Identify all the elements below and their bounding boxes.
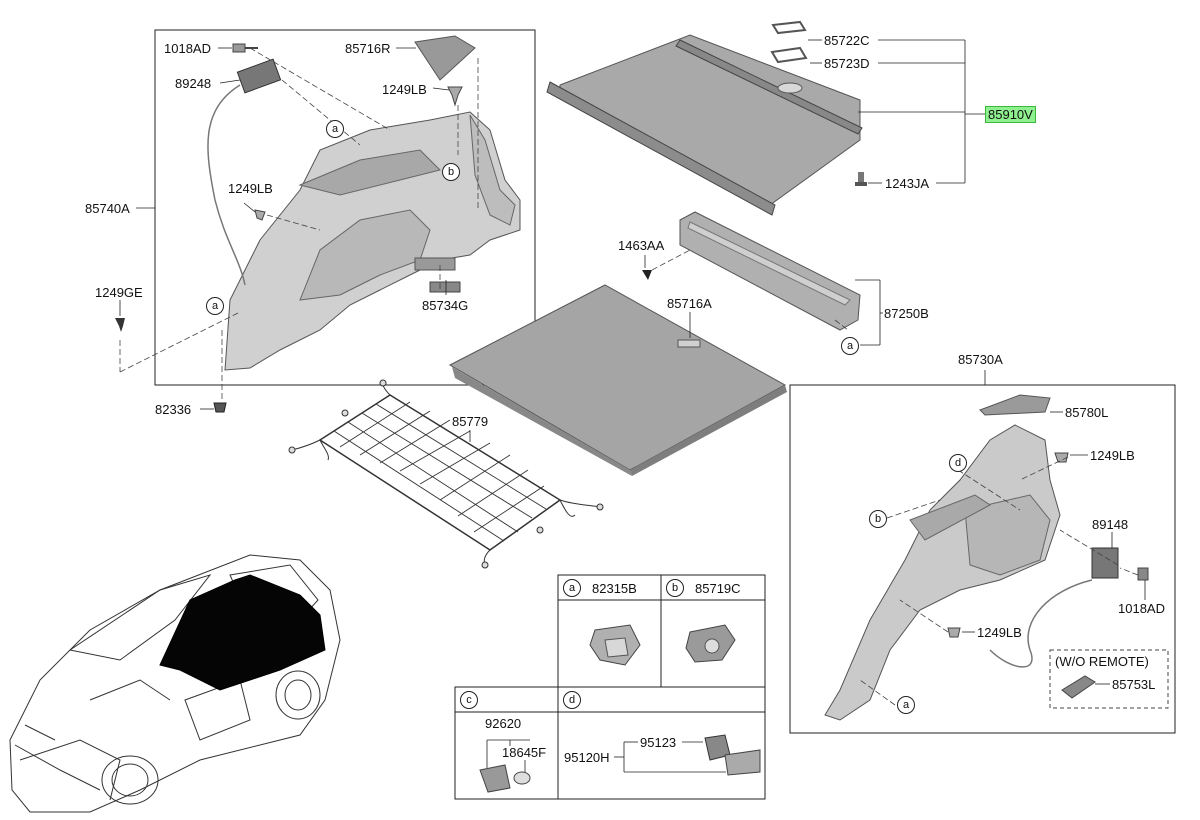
right-clip-1249LB-1 [1054, 452, 1069, 463]
cargo-screen-leaders [808, 39, 985, 184]
label-1249GE: 1249GE [95, 285, 143, 300]
clip-82315B-drawing [589, 624, 641, 666]
label-1243JA: 1243JA [885, 176, 930, 191]
right-switch-89148 [989, 547, 1119, 668]
clip-82336 [213, 402, 227, 413]
label-87250B: 87250B [884, 306, 929, 321]
table-part-82315B: 82315B [592, 581, 637, 596]
right-quarter-trim-panel [824, 424, 1061, 721]
left-cover-85716R [414, 35, 476, 81]
vehicle-illustration [9, 554, 341, 813]
bolt-1243JA [855, 172, 867, 186]
label-85722C: 85722C [824, 33, 870, 48]
vehicle-cargo-area-highlight [159, 574, 326, 691]
right-dashed-leaders [859, 456, 1139, 706]
part-95120H-drawing [614, 734, 761, 776]
table-letter-c: c [460, 691, 478, 709]
callout-a: a [897, 696, 915, 714]
label-1249LB-top: 1249LB [382, 82, 427, 97]
label-85716R: 85716R [345, 41, 391, 56]
sill-dashed [651, 249, 849, 331]
part-92620-drawing [479, 739, 531, 793]
callout-a: a [206, 297, 224, 315]
label-1463AA: 1463AA [618, 238, 665, 253]
label-1018AD-left: 1018AD [164, 41, 211, 56]
left-switch-89248 [207, 58, 282, 286]
sill-plate-87250B [679, 211, 861, 331]
label-85910V: 85910V [985, 106, 1036, 123]
wo-remote-frame [1049, 649, 1169, 709]
left-bolt-1018AD [232, 43, 258, 53]
table-part-92620: 92620 [485, 716, 522, 731]
screw-1249GE [115, 318, 125, 332]
table-letter-d: d [563, 691, 581, 709]
label-85723D: 85723D [824, 56, 870, 71]
table-part-85719C: 85719C [695, 581, 741, 596]
cargo-net-85779 [288, 379, 604, 569]
label-85716A: 85716A [667, 296, 712, 311]
table-part-95120H: 95120H [564, 750, 610, 765]
left-leaders [119, 47, 450, 410]
switch-85753L [1061, 675, 1110, 699]
clip-85719C-drawing [685, 624, 736, 663]
table-part-95123: 95123 [640, 735, 677, 750]
cargo-screen-85910V [546, 34, 863, 216]
sill-leaders [644, 255, 883, 346]
label-1249LB-left: 1249LB [228, 181, 273, 196]
right-clip-1249LB-2 [947, 627, 961, 638]
callout-b: b [442, 163, 460, 181]
right-bolt-1018AD [1137, 567, 1149, 581]
table-part-18645F: 18645F [502, 745, 547, 760]
callout-a: a [841, 337, 859, 355]
table-letter-a: a [563, 579, 581, 597]
label-85734G: 85734G [422, 298, 469, 313]
label-89248: 89248 [175, 76, 212, 91]
label-85740A: 85740A [85, 201, 130, 216]
label-85779: 85779 [452, 414, 489, 429]
clip-1463AA [642, 270, 652, 280]
right-assembly-frame [789, 384, 1176, 734]
label-85753L: 85753L [1112, 677, 1156, 692]
label-1018AD-right: 1018AD [1118, 601, 1165, 616]
floor-board-85716A [448, 284, 787, 476]
left-assembly-frame [154, 29, 536, 386]
right-leaders [962, 411, 1146, 633]
label-85780L: 85780L [1065, 405, 1109, 420]
right-cover-85780L [979, 394, 1051, 416]
label-82336: 82336 [155, 402, 192, 417]
fastener-table [454, 574, 766, 800]
label-85730A: 85730A [958, 352, 1003, 367]
label-89148: 89148 [1092, 517, 1129, 532]
handle-rings [770, 20, 808, 64]
callout-a: a [326, 120, 344, 138]
label-1249LB-right-1: 1249LB [1090, 448, 1135, 463]
left-dashed-leaders [119, 47, 479, 400]
callout-b: b [869, 510, 887, 528]
callout-d: d [949, 454, 967, 472]
left-clip-1249LB [254, 86, 463, 221]
table-letter-b: b [666, 579, 684, 597]
label-1249LB-right-2: 1249LB [977, 625, 1022, 640]
left-quarter-trim-panel [224, 111, 521, 371]
label-wo-remote: (W/O REMOTE) [1055, 654, 1149, 669]
